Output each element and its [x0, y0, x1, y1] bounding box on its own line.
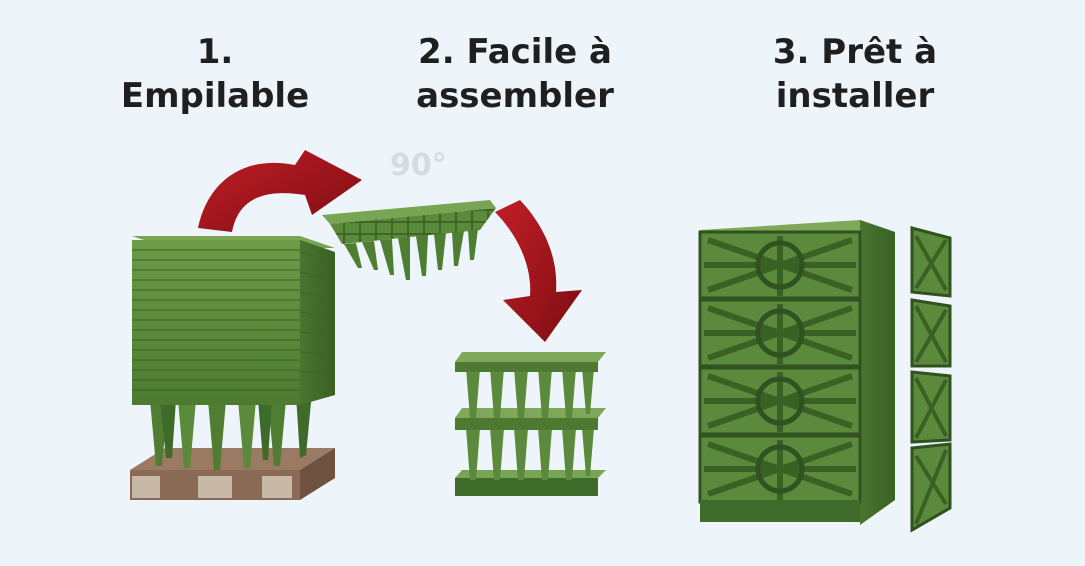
step-3-title: 3. Prêt à installer	[690, 30, 1020, 118]
step-2-title: 2. Facile à assembler	[405, 30, 625, 118]
crate-module-1	[698, 230, 862, 300]
crate-module-2	[698, 298, 862, 368]
crate-cones	[150, 392, 312, 470]
side-panel-3	[910, 370, 952, 444]
side-panel-4	[910, 442, 952, 533]
step-2-title-line2: assembler	[416, 76, 614, 116]
crate-tower	[698, 220, 895, 525]
curved-arrow-icon	[198, 150, 362, 232]
side-panels	[910, 226, 952, 533]
crate-module-4	[698, 434, 862, 504]
step-1-stack-illustration	[130, 236, 336, 500]
step-1-title-text: 1. Empilable	[120, 32, 310, 116]
side-panel-1	[910, 226, 952, 298]
step-1-title: 1. Empilable	[100, 30, 330, 118]
step-2-title-line1: 2. Facile à	[418, 32, 612, 72]
side-panel-2	[910, 298, 952, 368]
rotation-label: 90°	[390, 148, 447, 183]
assembled-crate-stack	[455, 352, 606, 496]
stacked-plates	[132, 236, 336, 405]
step-3-title-text: 3. Prêt à installer	[772, 32, 938, 116]
down-curved-arrow-icon	[495, 200, 582, 342]
flipped-plate	[322, 200, 496, 280]
wooden-pallet	[130, 448, 335, 500]
crate-module-3	[698, 366, 862, 436]
